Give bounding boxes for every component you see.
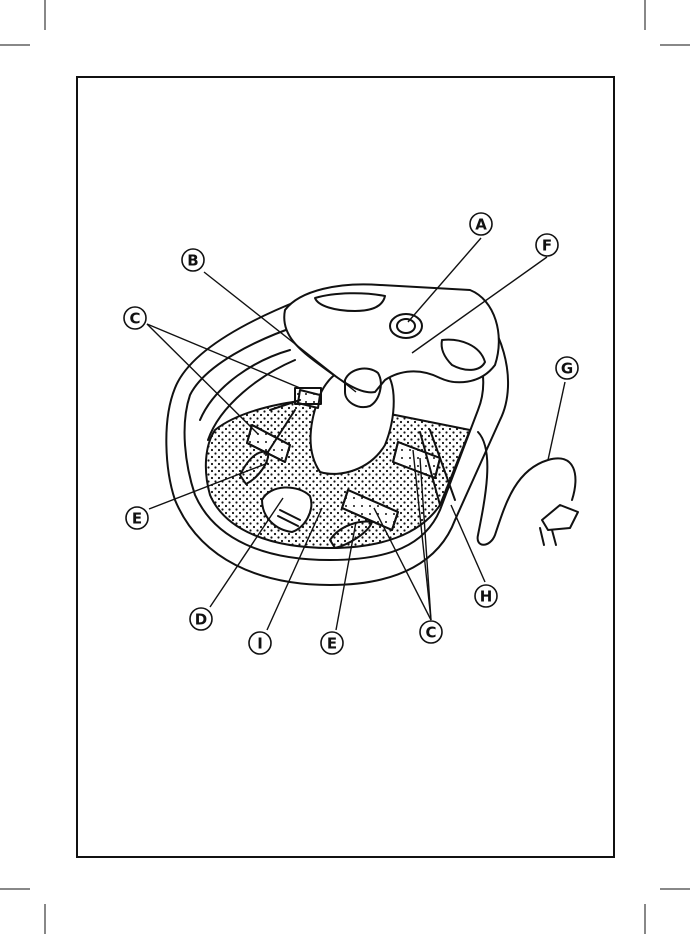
callout-i-label: I <box>257 635 263 653</box>
callout-f-label: F <box>542 237 552 255</box>
control-dial <box>390 314 422 338</box>
callout-b-label: B <box>187 252 198 270</box>
callout-a: A <box>470 213 492 235</box>
callout-e-left-label: E <box>132 510 142 528</box>
callout-d-label: D <box>195 611 207 629</box>
callout-c-left: C <box>124 307 146 329</box>
callout-g-label: G <box>561 360 573 378</box>
callout-e-left: E <box>126 507 148 529</box>
power-plug <box>542 505 578 530</box>
callout-e-bottom: E <box>321 632 343 654</box>
callout-b: B <box>182 249 204 271</box>
foot-bath-illustration <box>166 284 578 585</box>
callout-h-label: H <box>480 588 493 606</box>
callout-c-left-label: C <box>129 310 140 328</box>
callout-e-bottom-label: E <box>327 635 337 653</box>
callout-c-bottom: C <box>420 621 442 643</box>
callout-h: H <box>475 585 497 607</box>
callout-d: D <box>190 608 212 630</box>
callout-i: I <box>249 632 271 654</box>
callout-c-bottom-label: C <box>425 624 436 642</box>
callout-g: G <box>556 357 578 379</box>
callout-f: F <box>536 234 558 256</box>
callout-a-label: A <box>475 216 487 234</box>
